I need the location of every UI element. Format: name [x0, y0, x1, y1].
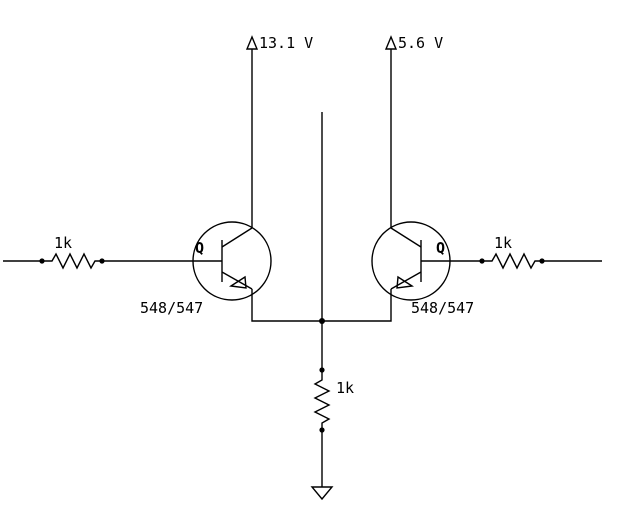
- right-emitter-arrow-icon: [396, 275, 414, 289]
- left-resistor-label: 1k: [54, 234, 72, 252]
- emitter-junction-dot: [319, 318, 325, 324]
- tail-resistor-label: 1k: [336, 379, 354, 397]
- tail-resistor-icon: [313, 370, 331, 430]
- left-transistor-designator: Q: [195, 239, 204, 257]
- left-supply-label: 13.1 V: [259, 34, 313, 52]
- right-supply: 5.6 V: [384, 34, 443, 52]
- left-transistor-collector-lead: [221, 227, 253, 248]
- left-supply: 13.1 V: [245, 34, 313, 52]
- right-transistor-designator: Q: [436, 239, 445, 257]
- right-transistor: Q 548/547: [371, 221, 474, 317]
- right-transistor-emitter-lead: [390, 271, 422, 290]
- ground-icon: [310, 486, 334, 501]
- right-resistor-label: 1k: [494, 234, 512, 252]
- left-transistor: Q 548/547: [140, 221, 272, 317]
- left-emitter-arrow-icon: [229, 275, 247, 289]
- right-resistor-icon: [482, 252, 542, 270]
- left-transistor-body: [192, 221, 272, 301]
- left-supply-arrow-icon: [245, 35, 259, 50]
- right-transistor-collector-lead: [390, 227, 422, 248]
- right-supply-label: 5.6 V: [398, 34, 443, 52]
- left-transistor-part: 548/547: [140, 299, 203, 317]
- right-transistor-part: 548/547: [411, 299, 474, 317]
- left-transistor-emitter-lead: [221, 271, 253, 290]
- left-resistor-icon: [42, 252, 102, 270]
- right-supply-arrow-icon: [384, 35, 398, 50]
